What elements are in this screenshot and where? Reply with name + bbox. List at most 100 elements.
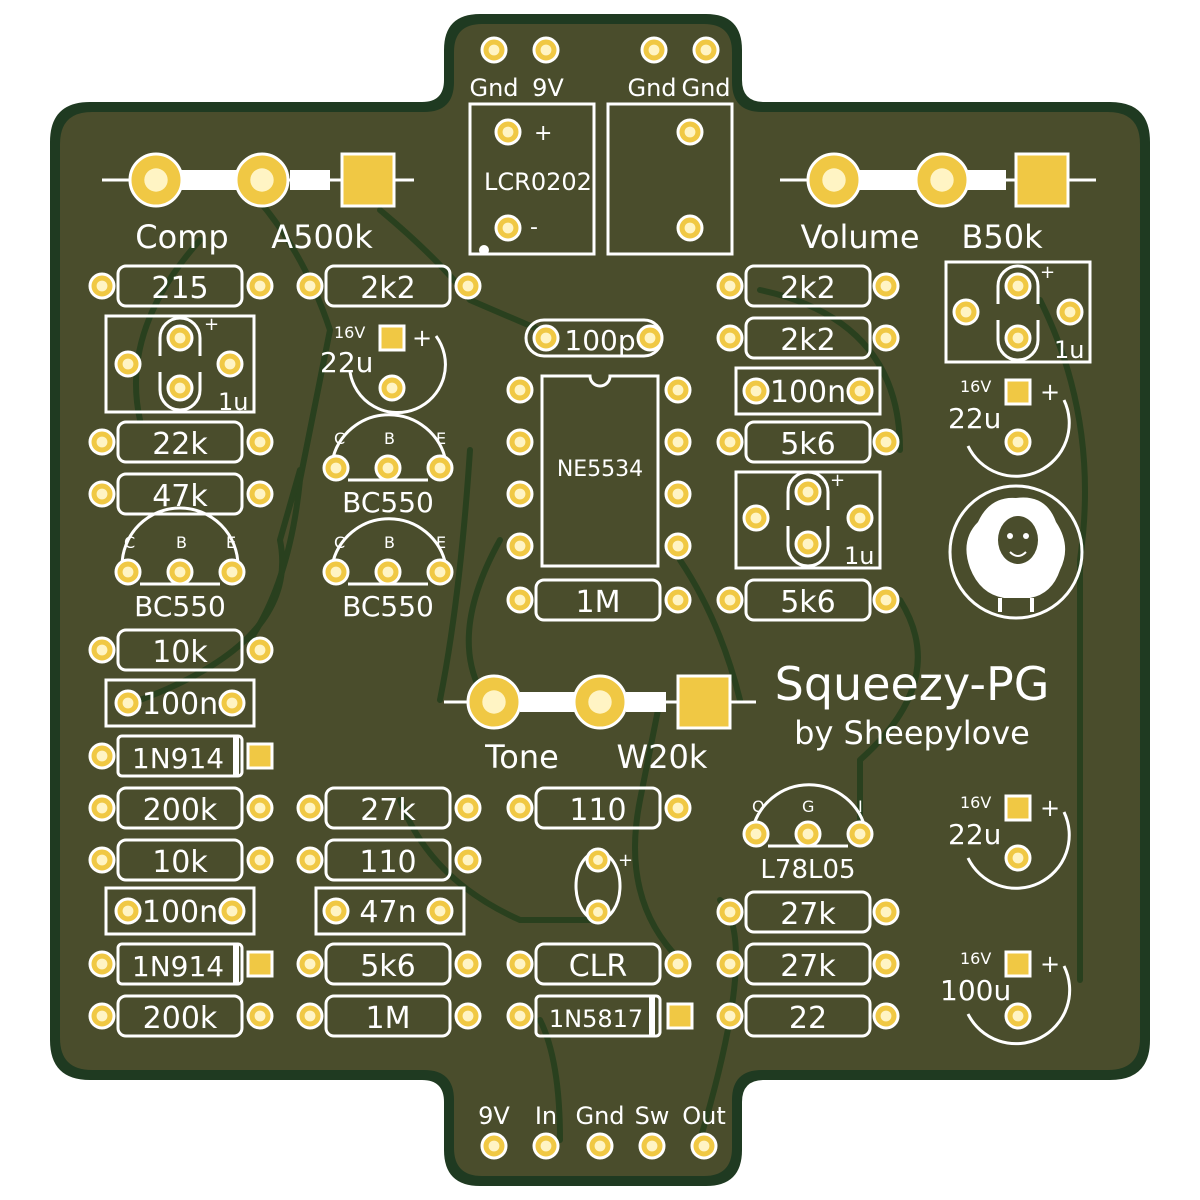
- cap-plus: +: [412, 324, 432, 352]
- transistor: C B E BC550: [322, 413, 454, 519]
- component-label: 10k: [152, 845, 208, 880]
- drill-hole: [434, 566, 446, 578]
- small-electrolytic: +: [574, 847, 633, 925]
- drill-hole: [930, 168, 954, 192]
- drill-hole: [672, 594, 684, 606]
- drill-hole: [382, 462, 394, 474]
- diode: 1N5817: [506, 994, 694, 1038]
- connector-label: In: [535, 1102, 557, 1130]
- component-label: 100n: [142, 687, 218, 722]
- drill-hole: [750, 385, 762, 397]
- drill-hole: [434, 462, 446, 474]
- drill-hole: [1012, 852, 1024, 864]
- drill-hole: [802, 828, 814, 840]
- diode: 1N914: [88, 942, 274, 986]
- board-subtitle: by Sheepylove: [794, 714, 1030, 752]
- drill-hole: [880, 1010, 892, 1022]
- cap-plus: +: [204, 314, 219, 335]
- component-pad-square[interactable]: [378, 324, 406, 352]
- drill-hole: [304, 1010, 316, 1022]
- pot-pad-square[interactable]: [340, 152, 396, 208]
- drill-hole: [854, 385, 866, 397]
- drill-hole: [1012, 1010, 1024, 1022]
- component-label: 47n: [359, 895, 416, 930]
- cap-plus: +: [830, 470, 845, 491]
- drill-hole: [304, 958, 316, 970]
- cap-voltage: 16V: [960, 949, 991, 968]
- drill-hole: [880, 958, 892, 970]
- electrolytic-cap: 16V 22u +: [948, 793, 1071, 890]
- bottom-connector: 9V In Gnd Sw Out: [478, 1102, 726, 1160]
- drill-hole: [502, 126, 514, 138]
- component-label: 110: [359, 845, 416, 880]
- resistor: 27k: [716, 890, 900, 934]
- drill-hole: [122, 697, 134, 709]
- drill-hole: [593, 907, 603, 917]
- cap-value: 22u: [948, 402, 1001, 435]
- sheep-icon: [948, 484, 1084, 620]
- drill-hole: [382, 566, 394, 578]
- resistor: 110: [506, 786, 692, 830]
- component-pad-square[interactable]: [1004, 378, 1032, 406]
- capacitor: 100n: [104, 678, 256, 728]
- pot-pad-square[interactable]: [676, 674, 732, 730]
- header-label-gnd: Gnd: [681, 74, 730, 102]
- component-label: 1u: [1054, 336, 1084, 364]
- component-pad-square[interactable]: [1004, 950, 1032, 978]
- cap-plus: +: [1040, 378, 1060, 406]
- component-label: 2k2: [360, 271, 416, 306]
- drill-hole: [96, 802, 108, 814]
- resistor: 2k2: [716, 316, 900, 360]
- drill-hole: [880, 280, 892, 292]
- drill-hole: [96, 280, 108, 292]
- drill-hole: [434, 905, 446, 917]
- resistor: 200k: [88, 786, 274, 830]
- header-label-9v: 9V: [532, 74, 564, 102]
- drill-hole: [254, 854, 266, 866]
- component-label: 1N914: [132, 742, 224, 775]
- drill-hole: [330, 566, 342, 578]
- pot-value: B50k: [961, 218, 1043, 256]
- pin-label: B: [384, 429, 395, 448]
- drill-hole: [880, 594, 892, 606]
- drill-hole: [802, 538, 814, 550]
- component-label: CLR: [569, 949, 628, 984]
- component-pad-square[interactable]: [246, 742, 274, 770]
- component-label: 5k6: [360, 949, 416, 984]
- drill-hole: [960, 306, 972, 318]
- ic-label: NE5534: [557, 457, 643, 482]
- drill-hole: [724, 332, 736, 344]
- component-label: 22k: [152, 427, 208, 462]
- resistor: 22: [716, 994, 900, 1038]
- component-label: BC550: [342, 486, 434, 519]
- pin-label: I: [858, 797, 863, 816]
- pot-pad-square[interactable]: [1014, 152, 1070, 208]
- cap-plus: +: [618, 850, 633, 871]
- drill-hole: [684, 222, 696, 234]
- drill-hole: [96, 958, 108, 970]
- component-pad-square[interactable]: [666, 1002, 694, 1030]
- component-label: 1N5817: [549, 1005, 643, 1033]
- cap-voltage: 16V: [960, 793, 991, 812]
- component-label: 10k: [152, 635, 208, 670]
- component-pad-square[interactable]: [1004, 794, 1032, 822]
- pin-label: E: [436, 533, 446, 552]
- drill-hole: [174, 382, 186, 394]
- drill-hole: [254, 802, 266, 814]
- resistor: CLR: [506, 942, 692, 986]
- drill-hole: [540, 1140, 552, 1152]
- film-cap: + 1u: [734, 470, 882, 570]
- component-label: BC550: [134, 590, 226, 623]
- capacitor: 100n: [104, 886, 256, 936]
- component-pad-square[interactable]: [246, 950, 274, 978]
- drill-hole: [672, 384, 684, 396]
- drill-hole: [648, 44, 660, 56]
- drill-hole: [144, 168, 168, 192]
- connector-label: Sw: [635, 1102, 670, 1130]
- component-label: 2k2: [780, 271, 836, 306]
- resistor: 5k6: [716, 420, 900, 464]
- drill-hole: [96, 750, 108, 762]
- transistor: C B E BC550: [114, 506, 246, 623]
- drill-hole: [482, 690, 506, 714]
- pot-value: W20k: [617, 738, 708, 776]
